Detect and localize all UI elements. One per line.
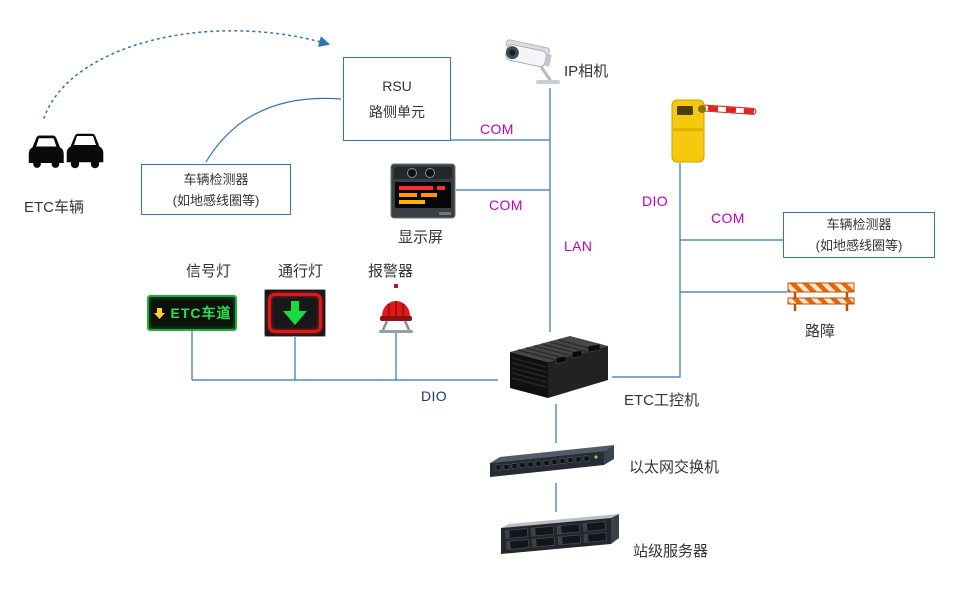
etc-ipc-icon [498,332,612,404]
ip-camera-label: IP相机 [564,63,609,80]
vehicle-detector-left-box: 车辆检测器 (如地感线圈等) [141,164,291,215]
alarm-label: 报警器 [368,263,414,280]
etc-vehicle-label: ETC车辆 [24,199,85,216]
green-arrow-icon [283,301,307,325]
lan-label: LAN [564,238,593,254]
roadblock-label: 路障 [805,323,836,340]
connector-detector-left-to-rsu [205,97,342,163]
dio-right-label: DIO [642,193,669,209]
dio-left-label: DIO [421,388,448,404]
rsu-line2: 路侧单元 [369,104,425,120]
pass-light-icon [264,289,326,337]
etc-vehicles-icon [26,126,108,170]
vehicle-detector-left-line1: 车辆检测器 [183,171,249,187]
lane-sign-icon: ETC车道 [147,295,237,331]
ethernet-switch-icon [488,443,618,483]
station-server-label: 站级服务器 [633,543,709,560]
signal-light-label: 信号灯 [186,263,232,280]
alarm-beacon-icon [374,282,418,334]
led-display-icon [390,163,456,221]
barrier-gate-icon [662,96,758,166]
pass-light-red-ring [268,293,322,333]
ip-camera-icon [502,36,562,88]
sign-arrow-icon [153,307,165,319]
vehicle-detector-right-line1: 车辆检测器 [826,217,892,232]
rsu-line1: RSU [382,78,412,94]
connector-vehicle-to-rsu-dotted [43,29,331,119]
display-label: 显示屏 [398,229,444,246]
etc-ipc-label: ETC工控机 [624,392,700,409]
vehicle-detector-right-box: 车辆检测器 (如地感线圈等) [783,212,935,258]
vehicle-detector-right-line2: (如地感线圈等) [815,238,903,253]
com-display-label: COM [489,197,523,213]
com-rsu-label: COM [480,121,514,137]
pass-light-label: 通行灯 [278,263,324,280]
roadblock-icon [787,281,857,313]
connector-barrier-dio [612,163,681,378]
vehicle-detector-left-line2: (如地感线圈等) [172,192,260,208]
ethernet-switch-label: 以太网交换机 [629,459,720,476]
lane-sign-text: ETC车道 [170,305,232,321]
station-server-icon [497,512,623,568]
rsu-box: RSU 路侧单元 [343,57,451,141]
com-right-label: COM [711,210,745,226]
